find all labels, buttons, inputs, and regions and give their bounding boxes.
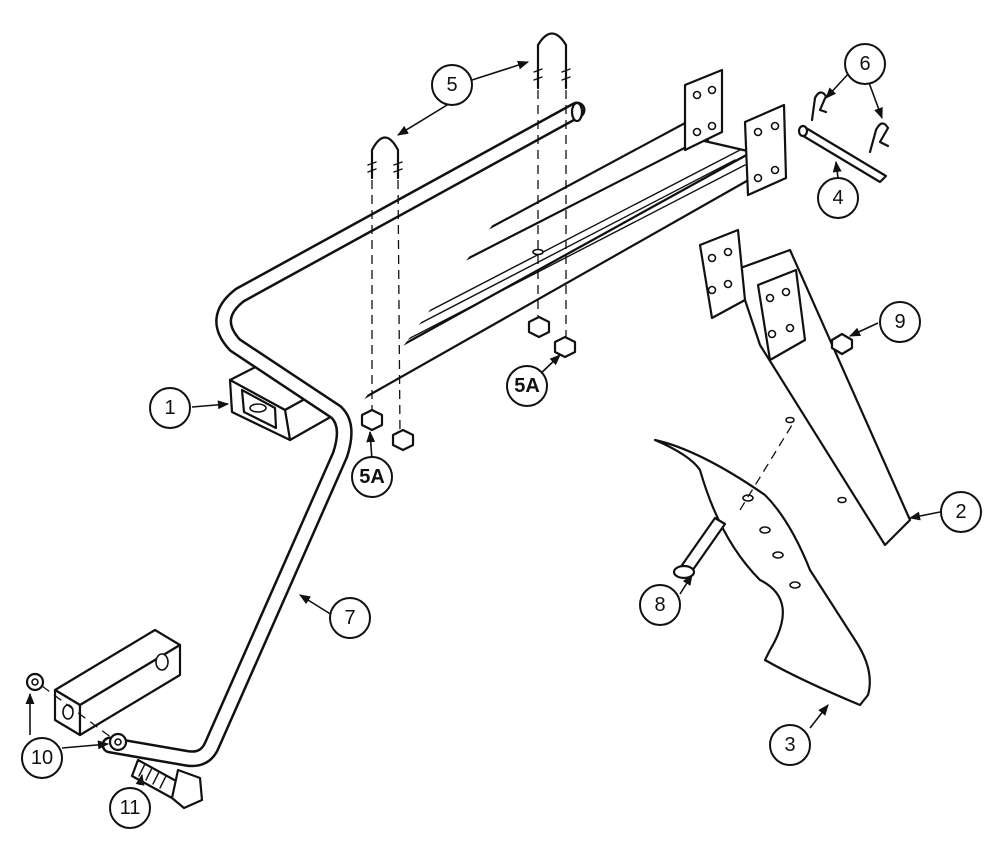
callout-7-label: 7 — [344, 607, 355, 629]
callout-11-label: 11 — [120, 797, 141, 819]
callout-2: 2 — [940, 491, 982, 533]
u-bolt-rear-part — [533, 32, 571, 90]
sweep-part — [653, 438, 871, 707]
u-bolt-front-part — [367, 136, 403, 180]
callout-4-label: 4 — [832, 187, 843, 209]
callout-3-label: 3 — [784, 734, 795, 756]
nut-part — [360, 315, 577, 452]
callout-8-label: 8 — [654, 594, 665, 616]
callout-2-label: 2 — [955, 501, 966, 523]
callout-10: 10 — [21, 737, 63, 779]
callout-5: 5 — [431, 64, 473, 106]
callout-5a-upper: 5A — [506, 365, 548, 407]
plow-bolt-part — [672, 516, 727, 580]
callout-5-label: 5 — [446, 74, 457, 96]
lock-washer-part — [25, 672, 128, 752]
callout-6-label: 6 — [859, 53, 870, 75]
callout-9-label: 9 — [894, 311, 905, 333]
shank-part — [698, 228, 912, 547]
callout-4: 4 — [817, 177, 859, 219]
callout-1-label: 1 — [164, 397, 175, 419]
callout-8: 8 — [639, 584, 681, 626]
clamp-block-part — [53, 628, 182, 737]
callout-10-label: 10 — [31, 747, 53, 769]
callout-11: 11 — [109, 787, 151, 829]
callout-9: 9 — [879, 301, 921, 343]
callout-6: 6 — [844, 43, 886, 85]
callout-5a-upper-label: 5A — [514, 375, 540, 397]
callout-5a-lower-label: 5A — [359, 466, 385, 488]
callout-5a-lower: 5A — [351, 456, 393, 498]
cap-screw-part — [130, 758, 204, 810]
callout-1: 1 — [149, 387, 191, 429]
callout-7: 7 — [329, 597, 371, 639]
pin-part — [797, 124, 888, 184]
tube-arm-part — [101, 101, 586, 768]
callout-3: 3 — [769, 724, 811, 766]
